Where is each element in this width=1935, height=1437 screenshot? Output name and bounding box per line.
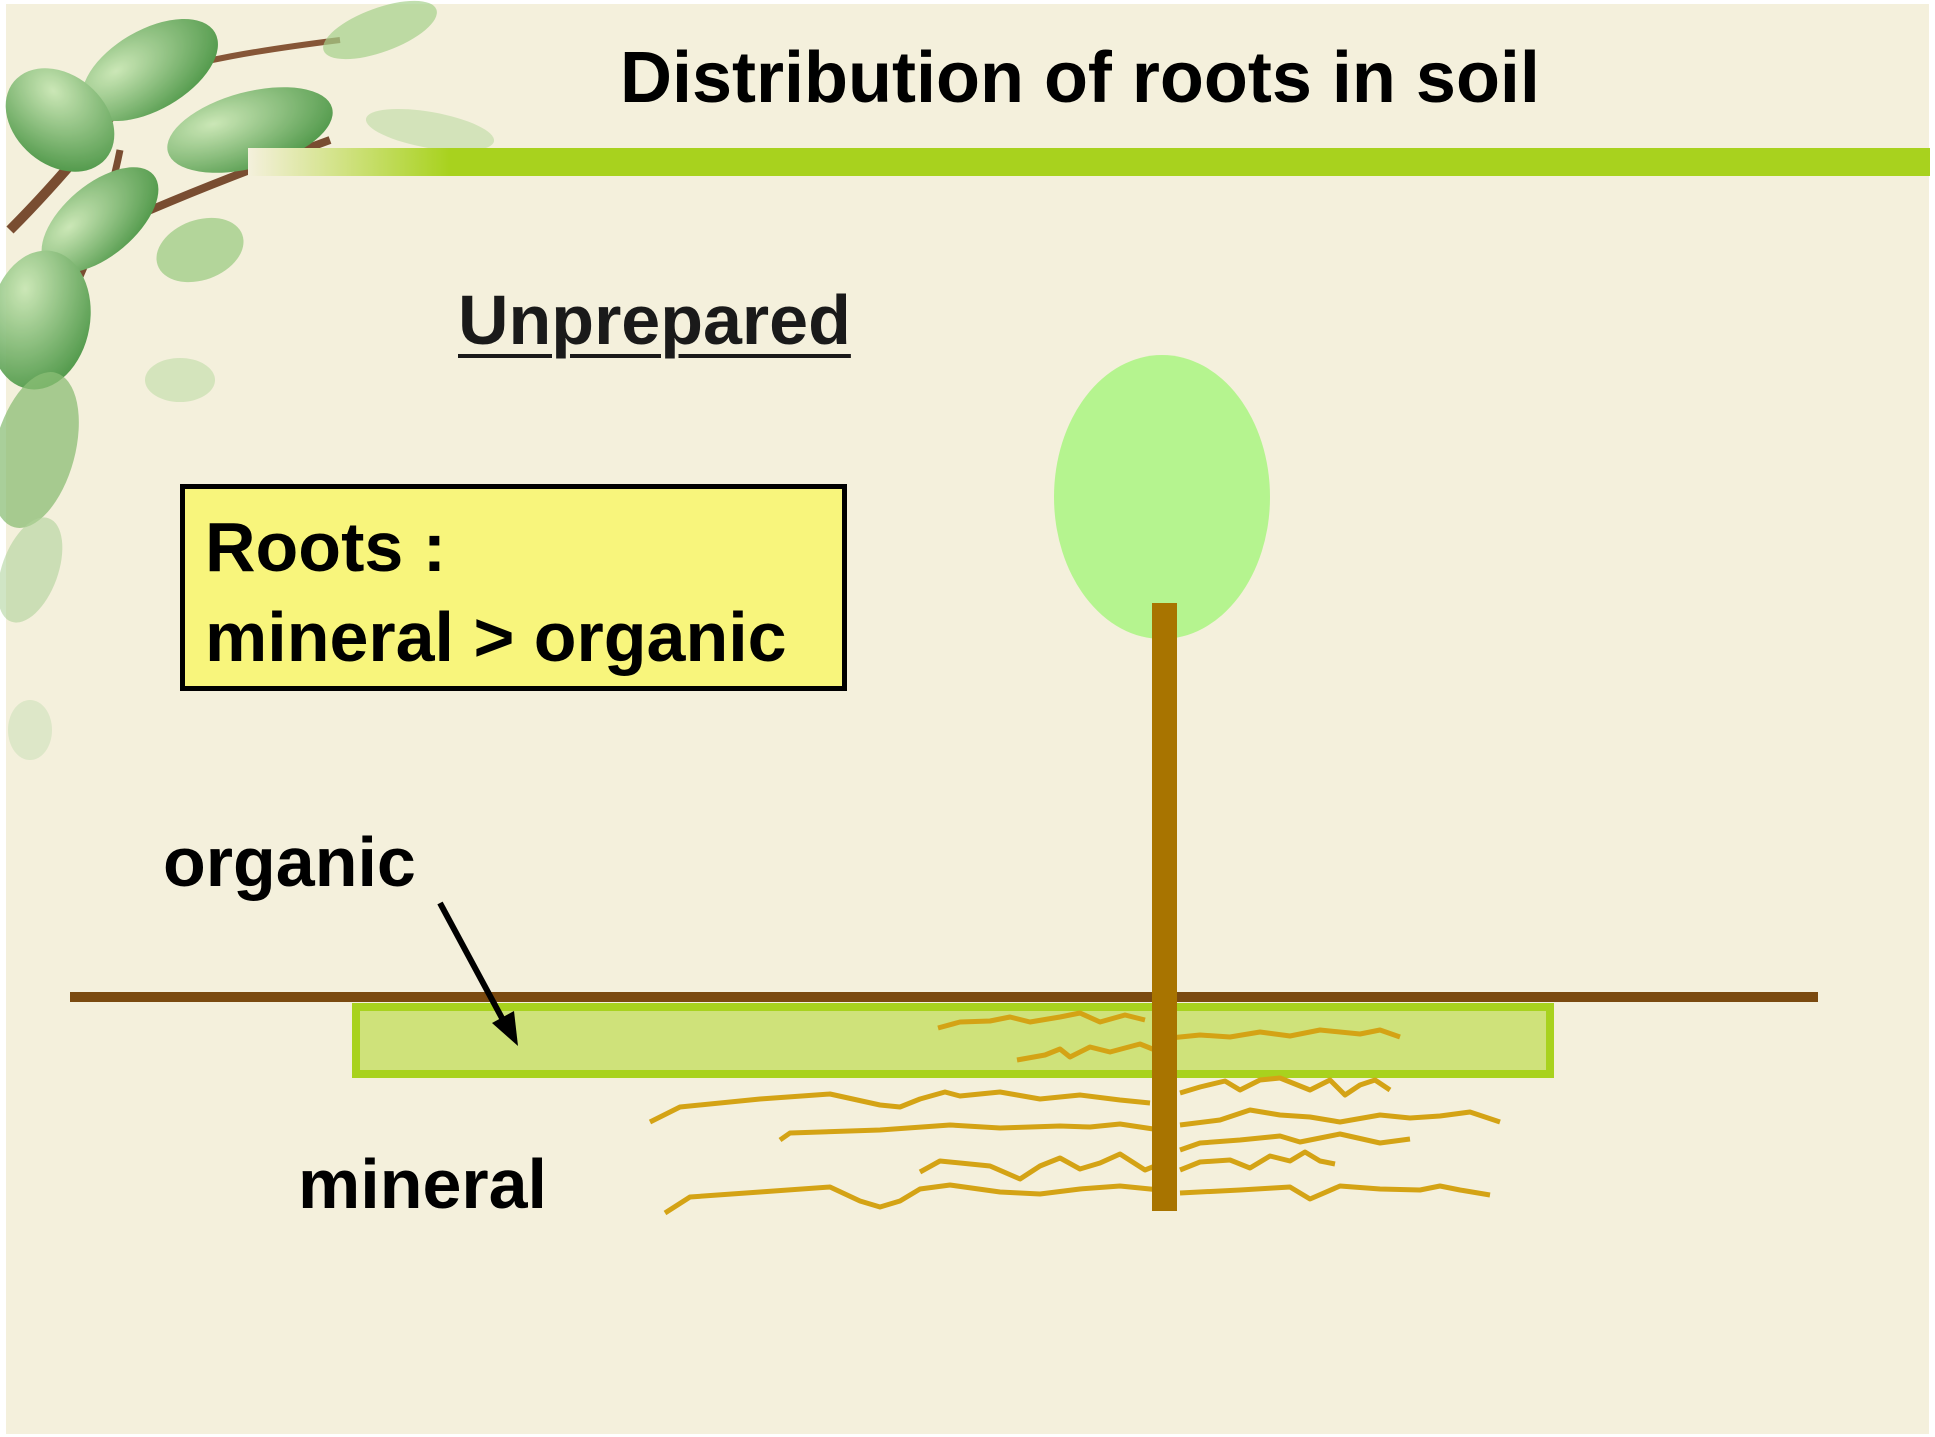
organic-layer — [356, 1007, 1550, 1074]
section-subtitle: Unprepared — [458, 280, 851, 360]
slide-background — [6, 4, 1929, 1434]
roots-box-line-1: Roots : — [205, 507, 446, 587]
roots-box-line-2: mineral > organic — [205, 597, 787, 677]
roots-comparison-box: Roots : mineral > organic — [180, 484, 847, 691]
organic-label: organic — [163, 822, 416, 902]
tree-trunk — [1152, 603, 1177, 1211]
mineral-label: mineral — [298, 1144, 547, 1224]
tree-crown — [1054, 355, 1270, 639]
title-bar — [248, 148, 1930, 176]
slide-title: Distribution of roots in soil — [620, 38, 1540, 118]
